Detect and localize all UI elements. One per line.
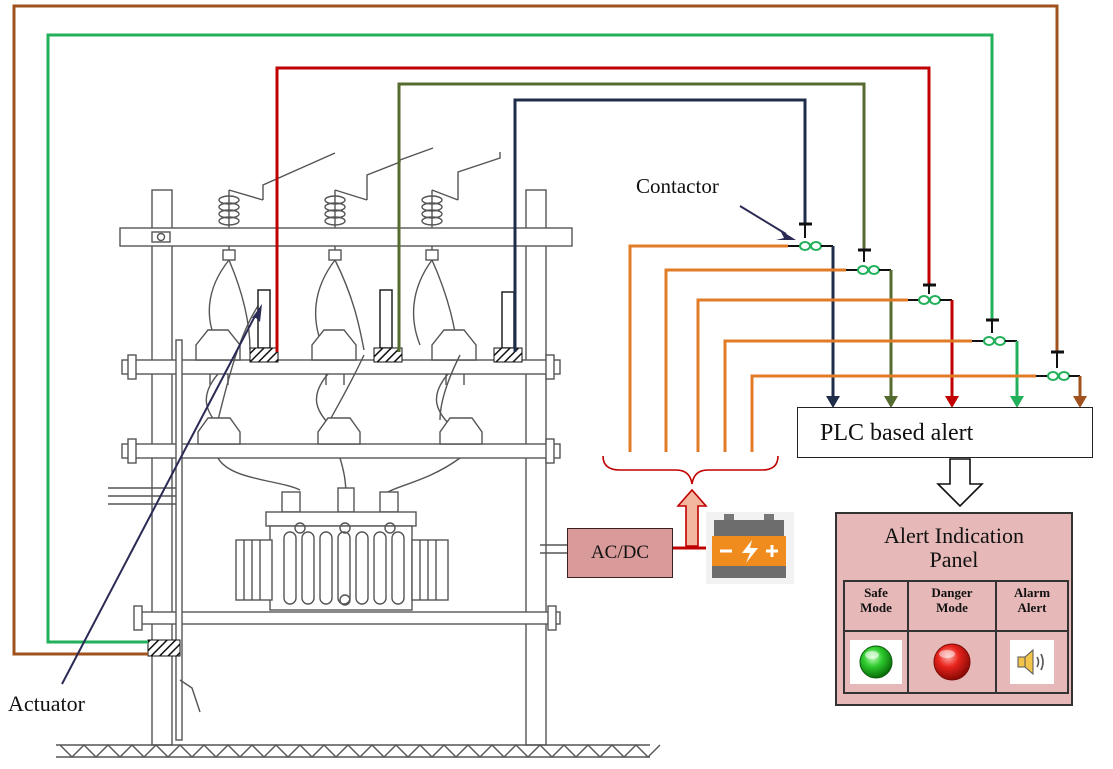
- contactor-2: [846, 250, 891, 274]
- speaker-icon: [1014, 646, 1050, 678]
- right-pole: [526, 190, 546, 745]
- ground-hatch: [60, 745, 660, 757]
- contactor-3: [908, 285, 952, 304]
- battery-icon: [706, 512, 794, 584]
- panel-title-line1: Alert Indication: [837, 524, 1071, 548]
- supply-up-arrow: [678, 490, 706, 546]
- red-led-icon: [932, 642, 972, 682]
- pole-mounted-transformer-structure: [56, 148, 660, 757]
- plc-alert-box: PLC based alert: [797, 407, 1093, 458]
- lower-switches: [198, 418, 482, 444]
- contactor-1: [788, 224, 833, 250]
- supply-brace: [603, 456, 778, 484]
- actuator-block-3: [494, 348, 522, 362]
- navy-wire: [515, 100, 805, 352]
- actuator-block-4: [148, 640, 180, 656]
- upper-switches: [196, 330, 476, 385]
- danger-mode-indicator: [908, 631, 996, 693]
- top-insulators: [219, 190, 442, 260]
- plc-to-panel-arrow: [938, 459, 982, 506]
- actuator-rod-2: [380, 290, 392, 348]
- contactor-label: Contactor: [636, 174, 719, 198]
- panel-title-line2: Panel: [837, 548, 1071, 572]
- actuator-label: Actuator: [8, 691, 86, 716]
- transformer-tank: [236, 488, 448, 610]
- actuator-rod-3: [502, 292, 514, 348]
- contactor-4: [972, 320, 1017, 345]
- left-pole: [152, 190, 172, 745]
- platform-rail: [140, 612, 560, 624]
- green-led-icon: [858, 644, 894, 680]
- panel-title: Alert Indication Panel: [837, 524, 1071, 572]
- red-wire: [277, 68, 929, 352]
- actuator-block-1: [250, 348, 278, 362]
- top-crossarm: [120, 228, 572, 246]
- acdc-converter-box: AC/DC: [567, 528, 673, 578]
- contactor-5: [1036, 352, 1080, 380]
- alarm-alert-indicator: [996, 631, 1068, 693]
- safe-mode-indicator: [844, 631, 908, 693]
